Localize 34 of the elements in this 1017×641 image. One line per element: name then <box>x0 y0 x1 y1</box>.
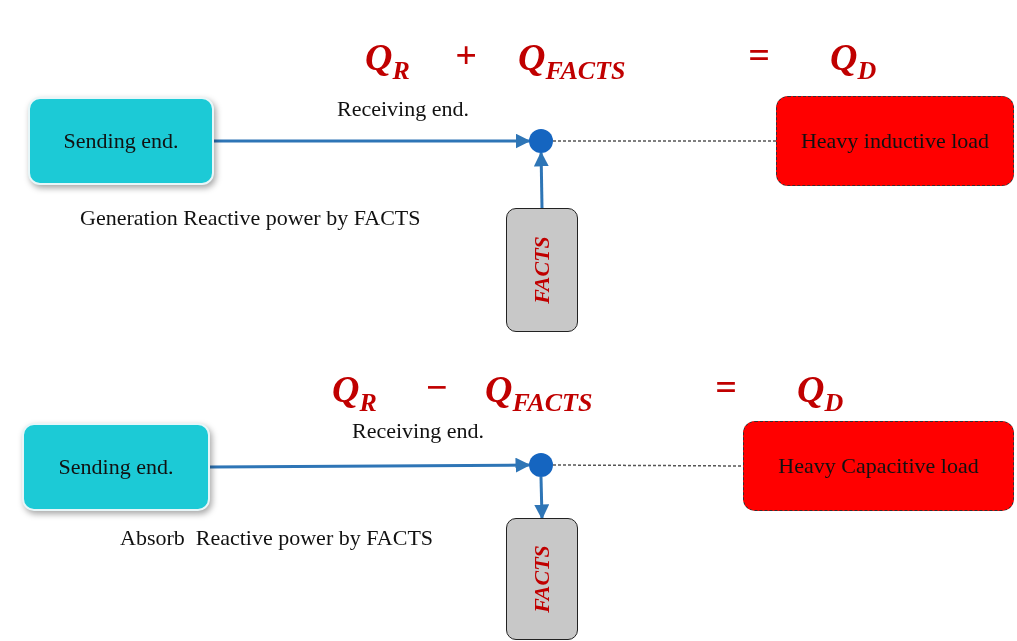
node-label: Heavy inductive load <box>800 128 990 154</box>
equation-term: Q$_{D}$ <box>830 38 877 84</box>
node-label: FACTS <box>529 545 555 613</box>
connector-line <box>552 140 777 142</box>
process-box <box>22 423 210 511</box>
arrow <box>214 133 531 149</box>
equation-operator: = <box>715 368 737 406</box>
process-box <box>28 97 214 185</box>
arrow <box>533 151 549 209</box>
node-label: FACTS <box>529 236 555 304</box>
load-box <box>776 96 1014 186</box>
annotation-text: Absorb Reactive power by FACTS <box>120 525 434 551</box>
side-label: Receiving end. <box>352 418 484 444</box>
node-label: Sending end. <box>63 128 179 154</box>
equation-operator: = <box>748 36 770 74</box>
equation-term: Q$_{D}$ <box>797 370 844 416</box>
side-label: Receiving end. <box>337 96 469 122</box>
equation-operator: + <box>455 36 477 74</box>
junction-dot <box>529 453 553 477</box>
connector-line <box>552 464 744 467</box>
equation-term: Q$_{FACTS}$ <box>518 38 626 84</box>
arrow <box>210 457 531 473</box>
junction-dot <box>529 129 553 153</box>
equation-term: Q$_{FACTS}$ <box>485 370 593 416</box>
arrow <box>534 476 550 520</box>
annotation-text: Generation Reactive power by FACTS <box>80 205 421 231</box>
equation-term: Q$_{R}$ <box>365 38 410 84</box>
load-box <box>743 421 1014 511</box>
equation-term: Q$_{R}$ <box>332 370 377 416</box>
device-box <box>506 208 578 332</box>
device-box <box>506 518 578 640</box>
equation-operator: − <box>425 368 449 406</box>
node-label: Heavy Capacitive load <box>778 453 979 479</box>
node-label: Sending end. <box>58 454 174 480</box>
